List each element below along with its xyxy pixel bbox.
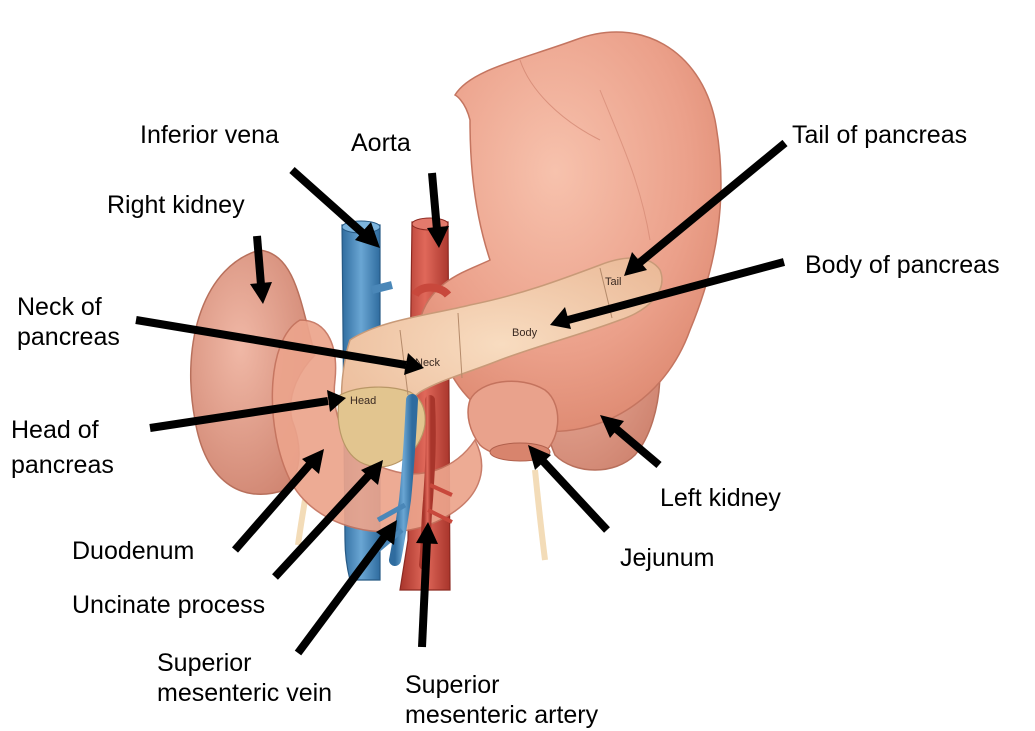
right-kidney-label: Right kidney (107, 190, 245, 220)
neck-of-pancreas-label-line1: Neck of (17, 292, 102, 322)
aorta-label: Aorta (351, 128, 411, 158)
neck-of-pancreas-label-line2: pancreas (17, 322, 120, 352)
jejunum-label: Jejunum (620, 543, 715, 573)
left-kidney-label: Left kidney (660, 483, 781, 513)
sma-label-line2: mesenteric artery (405, 700, 598, 730)
sma-label-line1: Superior (405, 670, 500, 700)
smv-label-line2: mesenteric vein (157, 678, 332, 708)
duodenum-label: Duodenum (72, 536, 194, 566)
head-organ-label: Head (350, 395, 376, 407)
body-organ-label: Body (512, 327, 538, 339)
body-of-pancreas-label: Body of pancreas (805, 250, 1000, 280)
tail-of-pancreas-label: Tail of pancreas (792, 120, 967, 150)
head-of-pancreas-label-line1: Head of (11, 415, 99, 445)
tail-organ-label: Tail (605, 276, 622, 288)
smv-label-line1: Superior (157, 648, 252, 678)
head-of-pancreas-label-line2: pancreas (11, 450, 114, 480)
nerve-strand-right (535, 470, 545, 560)
inferior-vena-label: Inferior vena (140, 120, 279, 150)
uncinate-process-label: Uncinate process (72, 590, 265, 620)
nerve-strand-left (298, 500, 305, 545)
